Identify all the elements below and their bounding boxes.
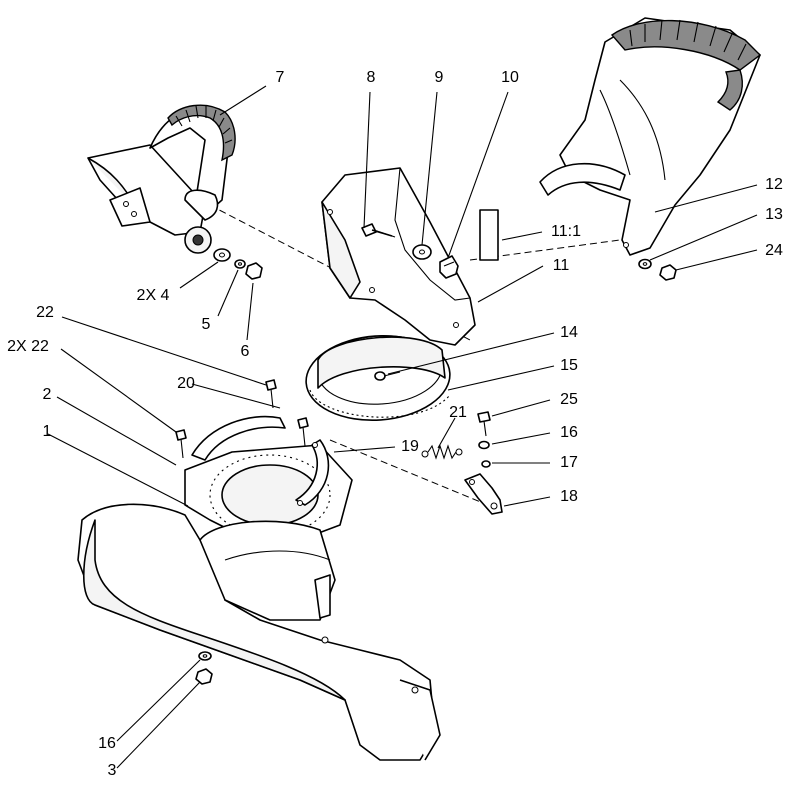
callout-20: 20 <box>177 375 195 392</box>
callout-16-bottom: 16 <box>98 735 116 752</box>
callout-11: 11 <box>552 257 570 274</box>
hardware-16-3-bottom <box>195 651 213 685</box>
callout-11-1: 11:1 <box>551 223 581 240</box>
callout-24: 24 <box>765 242 783 259</box>
callout-3: 3 <box>107 762 117 779</box>
part-22-bolts <box>175 379 309 459</box>
callout-8: 8 <box>366 69 376 86</box>
leader-lines <box>47 85 758 769</box>
part-18-lever <box>464 473 503 515</box>
callout-2: 2 <box>42 386 52 403</box>
callout-1: 1 <box>42 423 52 440</box>
callout-2x-4: 2X 4 <box>136 287 170 304</box>
callout-19: 19 <box>401 438 419 455</box>
hardware-25-16-17 <box>477 411 491 468</box>
callout-17: 17 <box>560 454 578 471</box>
callout-10: 10 <box>501 69 519 86</box>
assembly-line-crank <box>329 439 501 511</box>
hardware-8-9-10 <box>361 223 459 279</box>
part-11-upper-chute <box>321 167 476 346</box>
part-3-nut <box>195 668 213 685</box>
callout-22: 22 <box>36 304 54 321</box>
part-14-bolt <box>374 371 401 381</box>
callout-6: 6 <box>240 343 250 360</box>
callout-9: 9 <box>434 69 444 86</box>
part-10-clip <box>439 255 459 279</box>
part-1-auger-housing <box>77 503 441 761</box>
callout-21: 21 <box>449 404 467 421</box>
callout-5: 5 <box>201 316 211 333</box>
part-7-deflector <box>87 104 236 254</box>
part-24-nut <box>659 264 677 281</box>
callout-18: 18 <box>560 488 578 505</box>
callout-25: 25 <box>560 391 578 408</box>
hardware-4-5-6 <box>213 248 263 280</box>
callout-14: 14 <box>560 324 578 341</box>
part-20-retaining-ring <box>191 415 330 506</box>
part-11-1-decal <box>479 209 499 261</box>
callout-12: 12 <box>765 176 783 193</box>
part-6-nut <box>245 262 263 280</box>
part-21-spring <box>421 444 463 460</box>
callout-15: 15 <box>560 357 578 374</box>
callout-2x-22: 2X 22 <box>7 338 49 355</box>
callout-16-right: 16 <box>560 424 578 441</box>
part-12-handle-assembly <box>539 17 762 256</box>
callout-13: 13 <box>765 206 783 223</box>
callout-7: 7 <box>275 69 285 86</box>
part-2-chute-flange <box>184 444 353 541</box>
